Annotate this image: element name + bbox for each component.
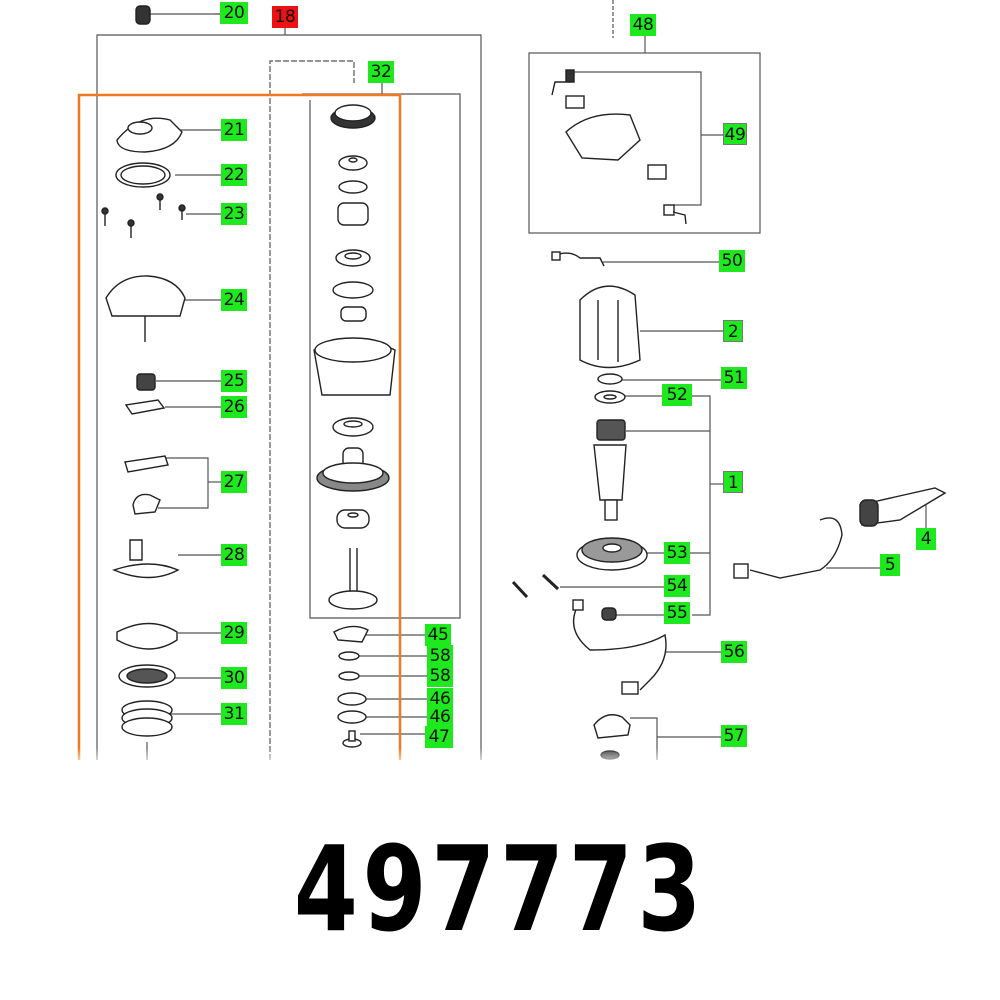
callout-label-18: 18 [272, 6, 298, 28]
callout-label-32: 32 [368, 61, 394, 83]
callout-label-54: 54 [664, 575, 690, 597]
part-5-cable [749, 517, 843, 579]
part-21-cover [116, 117, 183, 153]
callout-label-23: 23 [221, 203, 247, 225]
callout-label-27: 27 [221, 471, 247, 493]
part-26-clip [124, 399, 166, 415]
callout-label-58: 58 [427, 645, 453, 667]
callout-label-30: 30 [221, 667, 247, 689]
callout-label-52: 52 [662, 384, 692, 406]
highlight-frame [77, 93, 402, 760]
callout-label-46: 46 [427, 688, 453, 710]
part-20-sleeve [135, 5, 151, 25]
callout-label-47: 47 [425, 726, 453, 748]
callout-label-31: 31 [221, 703, 247, 725]
callout-label-57: 57 [721, 725, 747, 747]
callout-label-22: 22 [221, 164, 247, 186]
part-49-brush-holder [565, 113, 641, 161]
assembly-18-frame [96, 34, 482, 760]
callout-label-5: 5 [880, 554, 900, 576]
callout-label-48: 48 [630, 14, 656, 36]
part-27-bracket-b [132, 493, 161, 515]
callout-label-29: 29 [221, 622, 247, 644]
callout-label-25: 25 [221, 370, 247, 392]
callout-label-1: 1 [723, 471, 743, 493]
callout-label-21: 21 [221, 119, 247, 141]
callout-label-50: 50 [719, 250, 745, 272]
part-1-armature-commutator [596, 419, 626, 441]
callout-label-58: 58 [427, 665, 453, 687]
diagram-fade [0, 748, 1000, 768]
callout-label-53: 53 [664, 542, 690, 564]
exploded-parts-diagram [77, 0, 947, 760]
part-50-cable [555, 252, 605, 267]
part-number: 497773 [293, 820, 707, 958]
callout-label-51: 51 [721, 367, 747, 389]
callout-label-2: 2 [723, 320, 743, 342]
part-29-ring [116, 622, 178, 650]
callout-label-49: 49 [723, 123, 747, 145]
part-45-plate [333, 625, 369, 643]
callout-label-46: 46 [427, 706, 453, 728]
part-24-housing [105, 275, 186, 317]
callout-label-55: 55 [664, 602, 690, 624]
callout-label-24: 24 [221, 289, 247, 311]
callout-label-45: 45 [425, 624, 451, 646]
callout-label-20: 20 [220, 2, 248, 24]
callout-label-4: 4 [916, 528, 936, 550]
part-56-switch-cable [572, 604, 667, 691]
part-2-stator [579, 285, 641, 369]
callout-label-56: 56 [721, 641, 747, 663]
part-27-bracket-a [124, 455, 169, 473]
part-57-bracket [593, 714, 631, 739]
part-25-spring [136, 373, 156, 391]
callout-label-26: 26 [221, 396, 247, 418]
part-28-ring-guide [112, 539, 180, 579]
callout-label-28: 28 [221, 544, 247, 566]
